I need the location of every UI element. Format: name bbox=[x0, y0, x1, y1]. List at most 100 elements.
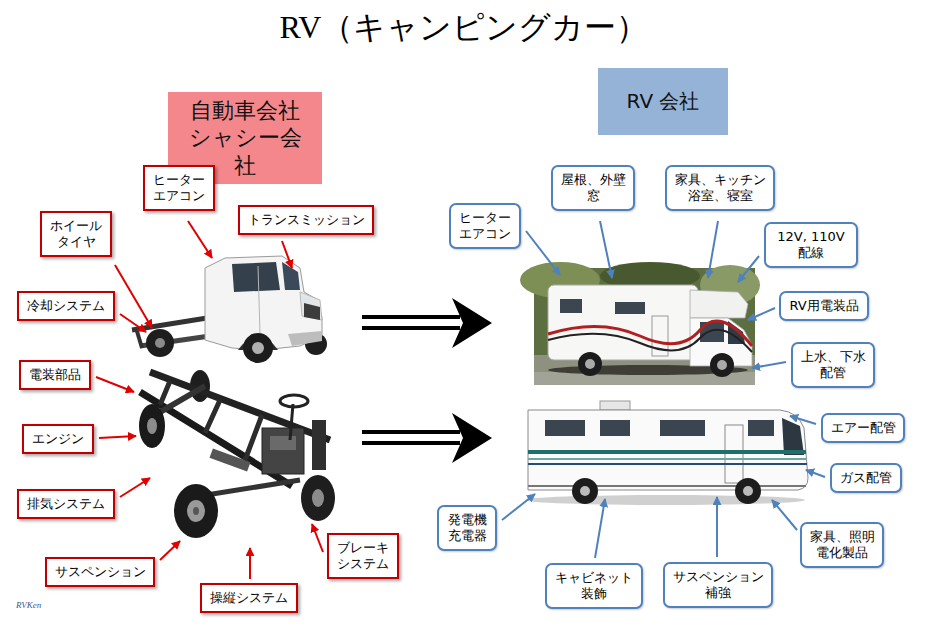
rv-part-callout: 12V, 110V 配線 bbox=[764, 222, 858, 268]
bare-chassis bbox=[312, 420, 326, 470]
callout-text: ヒーター エアコン bbox=[150, 172, 208, 205]
bare-chassis bbox=[301, 475, 335, 521]
callout-text: 冷却システム bbox=[24, 298, 108, 314]
callout-text: 家具、照明 電化製品 bbox=[807, 529, 877, 562]
class-a-motorhome bbox=[600, 420, 630, 436]
callout-text: RV用電装品 bbox=[786, 298, 862, 314]
chassis-cab-truck bbox=[258, 266, 260, 334]
rv-part-callout: キャビネット 装飾 bbox=[545, 563, 643, 609]
chassis-cab-truck bbox=[232, 262, 280, 292]
rv-part-callout: 家具、照明 電化製品 bbox=[800, 522, 884, 568]
callout-text: ガス配管 bbox=[837, 470, 895, 486]
bare-chassis bbox=[290, 404, 293, 440]
chassis-cab-truck bbox=[132, 318, 207, 330]
leader-arrow bbox=[502, 221, 825, 558]
class-c-rv-photo bbox=[710, 353, 734, 377]
leader-arrow bbox=[312, 524, 323, 552]
class-a-motorhome bbox=[528, 485, 806, 487]
company-header: RV 会社 bbox=[598, 68, 728, 135]
bare-chassis bbox=[200, 480, 300, 496]
callout-text: ホイール タイヤ bbox=[47, 218, 105, 251]
leader-arrow bbox=[282, 241, 292, 268]
class-a-motorhome bbox=[528, 450, 806, 454]
leader-arrow bbox=[502, 494, 535, 520]
chassis-cab-truck bbox=[136, 328, 142, 348]
class-c-rv-photo bbox=[690, 290, 748, 318]
rv-part-callout: ガス配管 bbox=[830, 463, 902, 493]
transfer-arrow bbox=[362, 432, 460, 443]
callout-text: 操縦システム bbox=[207, 590, 291, 606]
leader-arrow bbox=[708, 221, 718, 278]
callout-text: 家具、キッチン 浴室、寝室 bbox=[672, 172, 768, 205]
class-a-motorhome bbox=[782, 418, 804, 455]
leader-arrow bbox=[748, 308, 775, 320]
class-a-motorhome bbox=[748, 420, 774, 436]
rv-part-callout: RV用電装品 bbox=[779, 291, 869, 321]
chassis-cab-truck bbox=[155, 338, 165, 348]
chassis-cab-truck bbox=[252, 342, 264, 354]
class-a-motorhome bbox=[735, 478, 761, 504]
chassis-cab-truck bbox=[304, 303, 320, 320]
rv-part-callout: サスペンション 補強 bbox=[663, 562, 773, 608]
class-c-rv-photo bbox=[578, 352, 602, 376]
bare-chassis bbox=[139, 370, 335, 538]
callout-text: エンジン bbox=[29, 431, 87, 447]
class-a-motorhome bbox=[525, 401, 808, 505]
bare-chassis bbox=[270, 436, 296, 450]
leader-arrow bbox=[120, 478, 150, 497]
class-a-motorhome bbox=[660, 420, 705, 436]
chassis-part-callout: トランスミッション bbox=[238, 205, 374, 235]
class-c-rv-photo bbox=[548, 330, 752, 352]
class-a-motorhome bbox=[572, 478, 598, 504]
bare-chassis bbox=[312, 489, 324, 507]
leader-arrow bbox=[790, 416, 816, 424]
class-c-rv-photo bbox=[585, 359, 595, 369]
callout-text: ブレーキ システム bbox=[334, 540, 392, 573]
chassis-part-callout: 冷却システム bbox=[17, 291, 115, 321]
class-a-motorhome bbox=[545, 420, 585, 436]
class-c-rv-photo bbox=[615, 302, 645, 314]
callout-text: 屋根、外壁 窓 bbox=[558, 172, 628, 205]
callout-text: トランスミッション bbox=[245, 212, 367, 228]
leader-arrow bbox=[600, 221, 612, 278]
leader-arrow bbox=[96, 377, 134, 392]
class-a-motorhome bbox=[525, 495, 805, 505]
leader-arrow bbox=[806, 470, 825, 477]
leader-arrow bbox=[188, 221, 212, 258]
rv-part-callout: 上水、下水 配管 bbox=[791, 342, 875, 388]
callout-text: RV 会社 bbox=[608, 89, 718, 114]
chassis-part-callout: 排気システム bbox=[17, 489, 115, 519]
class-a-motorhome bbox=[528, 410, 808, 490]
leader-arrow bbox=[738, 256, 759, 282]
bare-chassis bbox=[209, 448, 250, 471]
leader-arrow bbox=[716, 497, 718, 557]
class-c-rv-photo bbox=[520, 262, 760, 385]
leader-arrow bbox=[99, 436, 136, 438]
leader-arrow bbox=[115, 265, 152, 328]
rv-part-callout: 屋根、外壁 窓 bbox=[551, 165, 635, 211]
class-a-motorhome bbox=[580, 486, 590, 496]
chassis-cab-truck bbox=[300, 292, 322, 320]
chassis-cab-truck bbox=[288, 331, 322, 346]
chassis-cab-truck bbox=[301, 296, 311, 303]
leader-arrow bbox=[526, 231, 560, 275]
rv-part-callout: ヒーター エアコン bbox=[449, 203, 521, 249]
callout-text: サスペンション bbox=[52, 564, 148, 580]
chassis-part-callout: 電装部品 bbox=[19, 360, 91, 390]
transfer-arrow bbox=[362, 317, 460, 328]
callout-text: 電装部品 bbox=[26, 367, 84, 383]
callout-text: サスペンション 補強 bbox=[670, 569, 766, 602]
bare-chassis bbox=[193, 507, 199, 515]
leader-arrow bbox=[160, 541, 180, 560]
class-a-motorhome bbox=[528, 458, 807, 460]
class-a-motorhome bbox=[528, 463, 807, 465]
bare-chassis bbox=[280, 395, 308, 407]
rv-part-callout: エアー配管 bbox=[821, 413, 905, 443]
callout-text: エアー配管 bbox=[828, 420, 898, 436]
chassis-part-callout: ホイール タイヤ bbox=[40, 211, 112, 257]
chassis-part-callout: エンジン bbox=[22, 424, 94, 454]
chassis-part-callout: 操縦システム bbox=[200, 583, 298, 613]
transfer-arrow bbox=[452, 298, 492, 348]
leader-arrow bbox=[249, 548, 251, 579]
class-c-rv-photo bbox=[548, 285, 698, 360]
